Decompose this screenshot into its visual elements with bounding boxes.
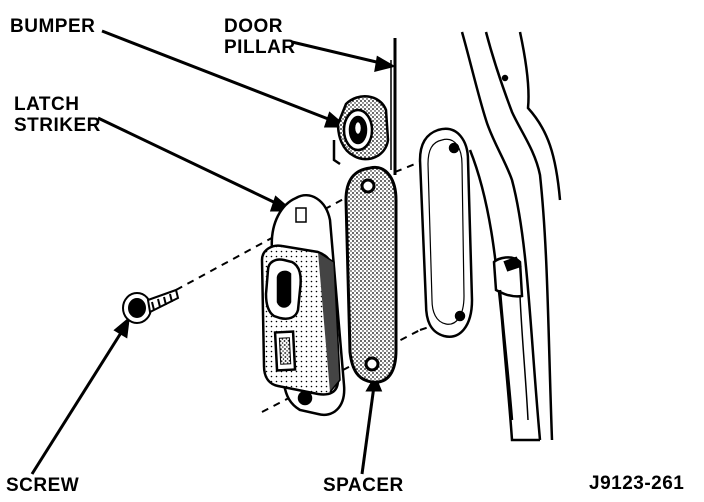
label-door-pillar-line1: DOOR bbox=[224, 16, 283, 37]
label-screw-text: SCREW bbox=[6, 475, 80, 496]
label-spacer: SPACER bbox=[323, 475, 404, 496]
figure-code: J9123-261 bbox=[589, 473, 684, 494]
latch-striker bbox=[260, 194, 346, 417]
seal-gasket bbox=[418, 127, 474, 338]
label-bumper-text: BUMPER bbox=[10, 16, 96, 37]
bumper bbox=[332, 95, 390, 166]
label-latch-striker: LATCH STRIKER bbox=[14, 94, 101, 136]
label-screw: SCREW bbox=[6, 475, 79, 496]
label-door-pillar-line2: PILLAR bbox=[224, 37, 296, 58]
door-edge bbox=[460, 31, 562, 442]
leader-lines bbox=[30, 29, 396, 475]
spacer bbox=[344, 165, 398, 384]
figure-code-text: J9123-261 bbox=[589, 473, 685, 494]
label-spacer-text: SPACER bbox=[323, 475, 404, 496]
label-bumper: BUMPER bbox=[10, 16, 95, 37]
label-latch-striker-line1: LATCH bbox=[14, 94, 80, 115]
label-latch-striker-line2: STRIKER bbox=[14, 115, 101, 136]
screw bbox=[122, 288, 180, 324]
label-door-pillar: DOOR PILLAR bbox=[224, 16, 296, 58]
door-pillar bbox=[390, 38, 397, 175]
